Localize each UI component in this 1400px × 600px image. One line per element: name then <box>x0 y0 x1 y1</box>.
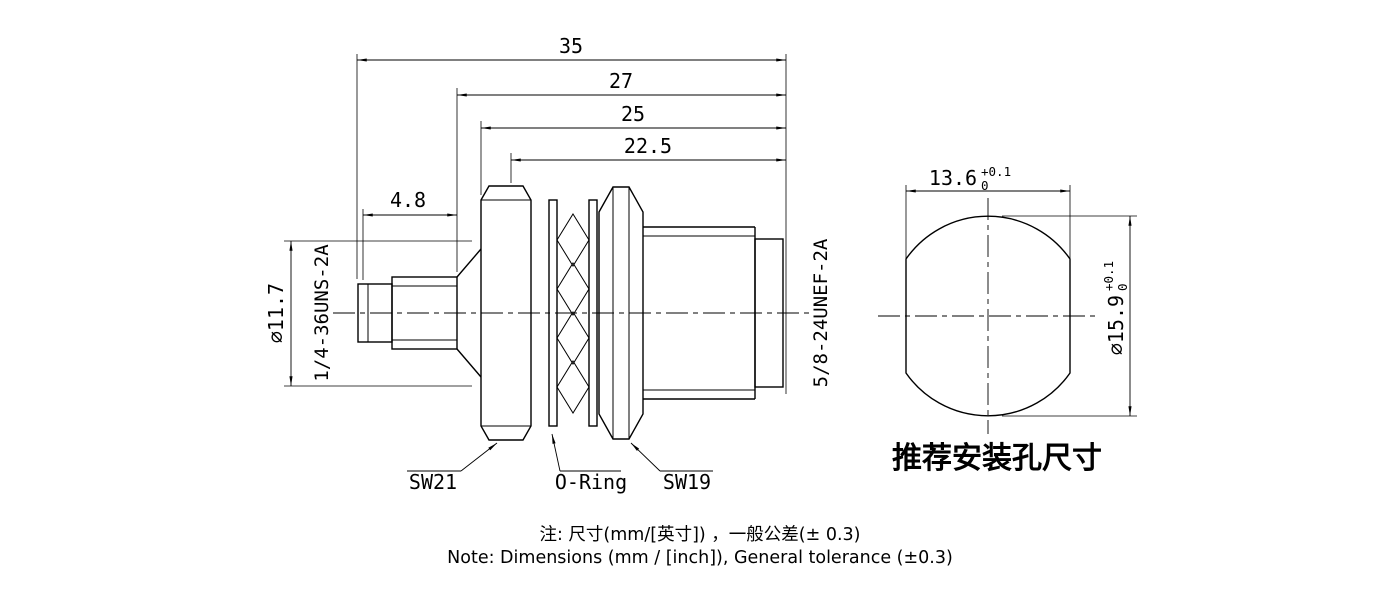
note-line-cn: 注: 尺寸(mm/[英寸]) ，一般公差(± 0.3) <box>539 525 860 545</box>
dim-dia-11-7: ⌀11.7 <box>264 283 288 343</box>
dim-25: 25 <box>621 102 645 126</box>
dim-22-5: 22.5 <box>624 134 672 158</box>
label-oring: O-Ring <box>555 470 627 494</box>
coupling-nut <box>391 276 458 350</box>
dim-hole-dia-tol-upper: +0.1 <box>1101 261 1116 291</box>
washer-rear <box>588 199 598 427</box>
lock-washer-tooth <box>556 213 590 267</box>
lock-washer-tooth <box>556 360 590 414</box>
lock-washer-tooth <box>556 262 590 316</box>
label-sw21: SW21 <box>409 470 457 494</box>
dim-hole-width: 13.6 <box>929 166 977 190</box>
dim-overall-length: 35 <box>559 34 583 58</box>
dim-hole-diameter-group: ⌀15.9 +0.1 0 <box>1101 261 1130 355</box>
label-sw19: SW19 <box>663 470 711 494</box>
washer-front <box>548 199 558 427</box>
dim-4-8: 4.8 <box>390 188 426 212</box>
hole-view-caption: 推荐安装孔尺寸 <box>892 441 1102 476</box>
dim-hole-dia-tol-lower: 0 <box>1115 283 1130 291</box>
hole-view: 13.6 +0.1 0 ⌀15.9 +0.1 0 推荐安装孔尺寸 <box>878 164 1137 476</box>
thread-label-front: 1/4-36UNS-2A <box>311 244 333 382</box>
rear-end <box>754 238 784 388</box>
note-line-en: Note: Dimensions (mm / [inch]), General … <box>447 548 953 568</box>
side-view-outline <box>333 185 812 441</box>
thread-label-body: 5/8-24UNEF-2A <box>810 238 832 387</box>
side-view-dimensions: 35 27 25 22.5 4.8 ⌀11.7 1/4-36UNS-2A 5/8… <box>264 34 832 494</box>
dim-hole-width-tol-lower: 0 <box>981 178 989 193</box>
dim-27: 27 <box>609 69 633 93</box>
notes: 注: 尺寸(mm/[英寸]) ，一般公差(± 0.3) Note: Dimens… <box>447 525 953 568</box>
mounting-hole-outline <box>905 215 1071 417</box>
lock-washer-tooth <box>556 311 590 365</box>
hex-nut-sw19 <box>598 186 644 440</box>
dim-hole-diameter: ⌀15.9 <box>1104 295 1128 355</box>
dim-hole-width-tol-upper: +0.1 <box>981 164 1011 179</box>
